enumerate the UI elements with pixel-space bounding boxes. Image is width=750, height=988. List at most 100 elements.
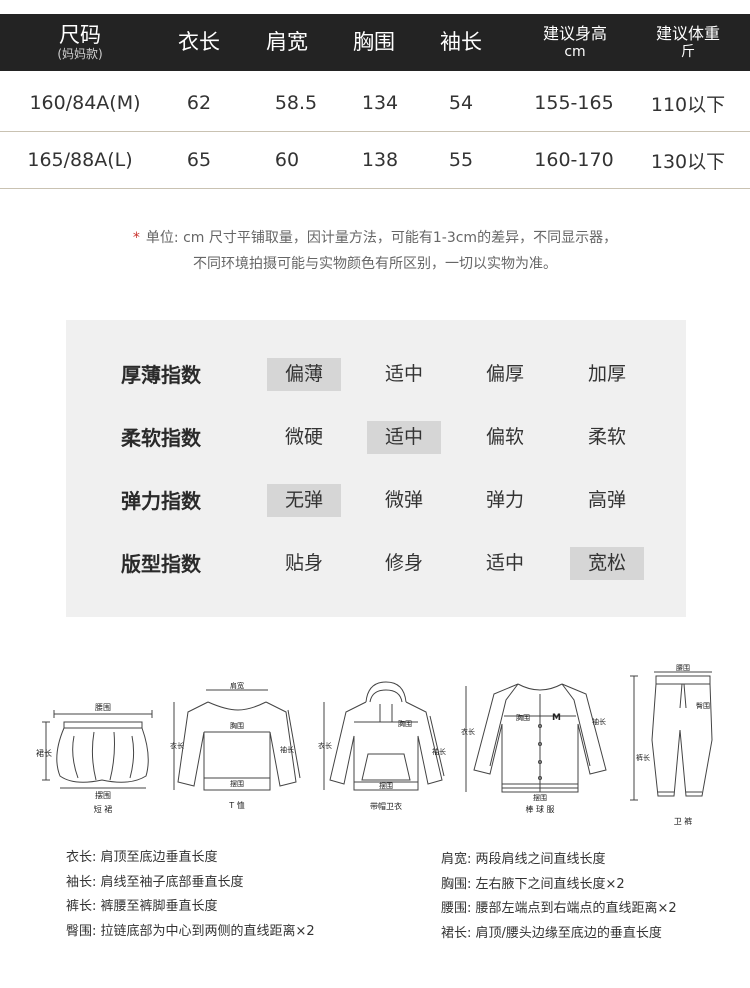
cell-weight: 110以下 [650, 93, 726, 116]
definition-desc: 左右腋下之间直线长度×2 [475, 877, 625, 892]
cell-sleeve: 55 [448, 149, 474, 171]
hoodie-sleeve-label: 袖长 [432, 747, 446, 756]
header-sleeve: 袖长 [440, 30, 482, 54]
definition-item: 肩宽: 两段肩线之间直线长度 [441, 848, 606, 867]
index-row-softness: 柔软指数 微硬 适中 偏软 柔软 [66, 421, 686, 455]
measurement-note-line2: 不同环境拍摄可能与实物颜色有所区别，一切以实物为准。 [0, 253, 750, 273]
note-star: * [132, 230, 140, 246]
cell-length: 62 [186, 92, 212, 114]
note-text-1: 单位: cm 尺寸平铺取量，因计量方法，可能有1-3cm的差异，不同显示器， [145, 230, 618, 246]
index-option-selected: 适中 [367, 421, 441, 454]
cell-chest: 138 [361, 149, 399, 171]
index-row-thickness: 厚薄指数 偏薄 适中 偏厚 加厚 [66, 358, 686, 392]
baseball-jacket-logo: M [552, 713, 561, 723]
definition-term: 胸围: [441, 877, 472, 892]
hoodie-sketch: 胸围 衣长 袖长 摆围 带帽卫衣 [318, 681, 446, 811]
cell-length: 65 [186, 149, 212, 171]
baseball-sleeve-label: 袖长 [592, 717, 606, 726]
row-divider [0, 131, 750, 132]
index-option: 偏厚 [485, 363, 524, 385]
header-size-note: (妈妈款) [57, 47, 103, 61]
header-chest: 胸围 [353, 30, 395, 54]
pants-sketch: 腰围 臀围 裤长 卫 裤 [630, 664, 713, 826]
index-option: 修身 [384, 552, 423, 574]
cell-height: 155-165 [534, 92, 614, 114]
fabric-index-panel: 厚薄指数 偏薄 适中 偏厚 加厚 柔软指数 微硬 适中 偏软 柔软 弹力指数 无… [66, 320, 686, 617]
pants-length-label: 裤长 [636, 753, 650, 762]
cell-shoulder: 60 [274, 149, 300, 171]
tshirt-chest-label: 胸围 [230, 721, 244, 730]
definition-item: 裙长: 肩顶/腰头边缘至底边的垂直长度 [441, 922, 662, 941]
definition-term: 臀围: [66, 924, 97, 939]
baseball-chest-label: 胸围 [516, 713, 530, 722]
skirt-sketch: 腰围 裙长 摆围 短 裙 [36, 703, 153, 814]
definition-desc: 裤腰至裤脚垂直长度 [100, 899, 218, 914]
definition-desc: 肩顶/腰头边缘至底边的垂直长度 [475, 926, 662, 941]
index-option: 贴身 [284, 552, 323, 574]
index-option-selected: 宽松 [570, 547, 644, 580]
skirt-length-label: 裙长 [36, 748, 52, 758]
skirt-hem-label: 摆围 [95, 790, 111, 800]
index-option-selected: 偏薄 [267, 358, 341, 391]
note-text-2: 不同环境拍摄可能与实物颜色有所区别，一切以实物为准。 [193, 256, 557, 272]
index-label: 弹力指数 [121, 489, 201, 513]
table-row: 165/88A(L) 65 60 138 55 160-170 130以下 [0, 132, 750, 188]
cell-shoulder: 58.5 [274, 92, 318, 114]
cell-size: 165/88A(L) [27, 149, 133, 171]
header-height: 建议身高 cm [525, 14, 625, 71]
header-weight-label: 建议体重 [655, 24, 720, 43]
definition-term: 袖长: [66, 875, 97, 890]
index-option: 微硬 [284, 426, 323, 448]
skirt-waist-label: 腰围 [95, 703, 111, 712]
index-option: 适中 [485, 552, 524, 574]
definition-desc: 肩顶至底边垂直长度 [100, 850, 218, 865]
index-option: 柔软 [587, 426, 626, 448]
index-option: 高弹 [587, 489, 626, 511]
pants-name: 卫 裤 [674, 816, 693, 826]
definition-term: 腰围: [441, 901, 472, 916]
definition-item: 胸围: 左右腋下之间直线长度×2 [441, 873, 625, 892]
header-height-label: 建议身高 [542, 24, 607, 43]
header-length: 衣长 [178, 30, 220, 54]
header-weight-unit: 斤 [681, 44, 695, 60]
header-height-unit: cm [564, 44, 586, 60]
cell-height: 160-170 [534, 149, 614, 171]
definition-term: 肩宽: [441, 852, 472, 867]
header-shoulder: 肩宽 [266, 30, 308, 54]
index-label: 柔软指数 [121, 426, 201, 450]
tshirt-name: T 恤 [228, 800, 244, 810]
index-option: 加厚 [587, 363, 626, 385]
cell-size: 160/84A(M) [29, 92, 141, 114]
index-label: 厚薄指数 [121, 363, 201, 387]
definition-desc: 肩线至袖子底部垂直长度 [100, 875, 244, 890]
definition-item: 衣长: 肩顶至底边垂直长度 [66, 846, 218, 865]
index-option: 微弹 [384, 489, 423, 511]
definition-term: 裙长: [441, 926, 472, 941]
index-row-fit: 版型指数 贴身 修身 适中 宽松 [66, 547, 686, 581]
cell-sleeve: 54 [448, 92, 474, 114]
baseball-hem-label: 摆围 [533, 793, 547, 802]
size-table-header: 尺码 (妈妈款) 衣长 肩宽 胸围 袖长 建议身高 cm 建议体重 斤 [0, 14, 750, 71]
header-size-label: 尺码 [59, 23, 101, 47]
tshirt-hem-label: 摆围 [230, 779, 244, 788]
index-option: 弹力 [485, 489, 524, 511]
pants-waist-label: 腰围 [676, 664, 690, 672]
index-option: 适中 [384, 363, 423, 385]
definition-desc: 两段肩线之间直线长度 [475, 852, 606, 867]
measurement-note-line1: * 单位: cm 尺寸平铺取量，因计量方法，可能有1-3cm的差异，不同显示器， [0, 227, 750, 247]
header-weight: 建议体重 斤 [638, 14, 738, 71]
row-divider [0, 188, 750, 189]
tshirt-shoulder-label: 肩宽 [230, 682, 244, 690]
index-label: 版型指数 [121, 552, 201, 576]
baseball-jacket-name: 棒 球 服 [525, 804, 554, 814]
hoodie-length-label: 衣长 [318, 741, 332, 750]
definition-item: 裤长: 裤腰至裤脚垂直长度 [66, 895, 218, 914]
index-row-elasticity: 弹力指数 无弹 微弹 弹力 高弹 [66, 484, 686, 518]
definition-item: 臀围: 拉链底部为中心到两侧的直线距离×2 [66, 920, 315, 939]
header-size: 尺码 (妈妈款) [30, 14, 130, 71]
tshirt-sleeve-label: 袖长 [280, 745, 294, 754]
definition-desc: 拉链底部为中心到两侧的直线距离×2 [100, 924, 315, 939]
pants-hip-label: 臀围 [696, 702, 710, 710]
hoodie-name: 带帽卫衣 [370, 801, 402, 811]
cell-chest: 134 [361, 92, 399, 114]
